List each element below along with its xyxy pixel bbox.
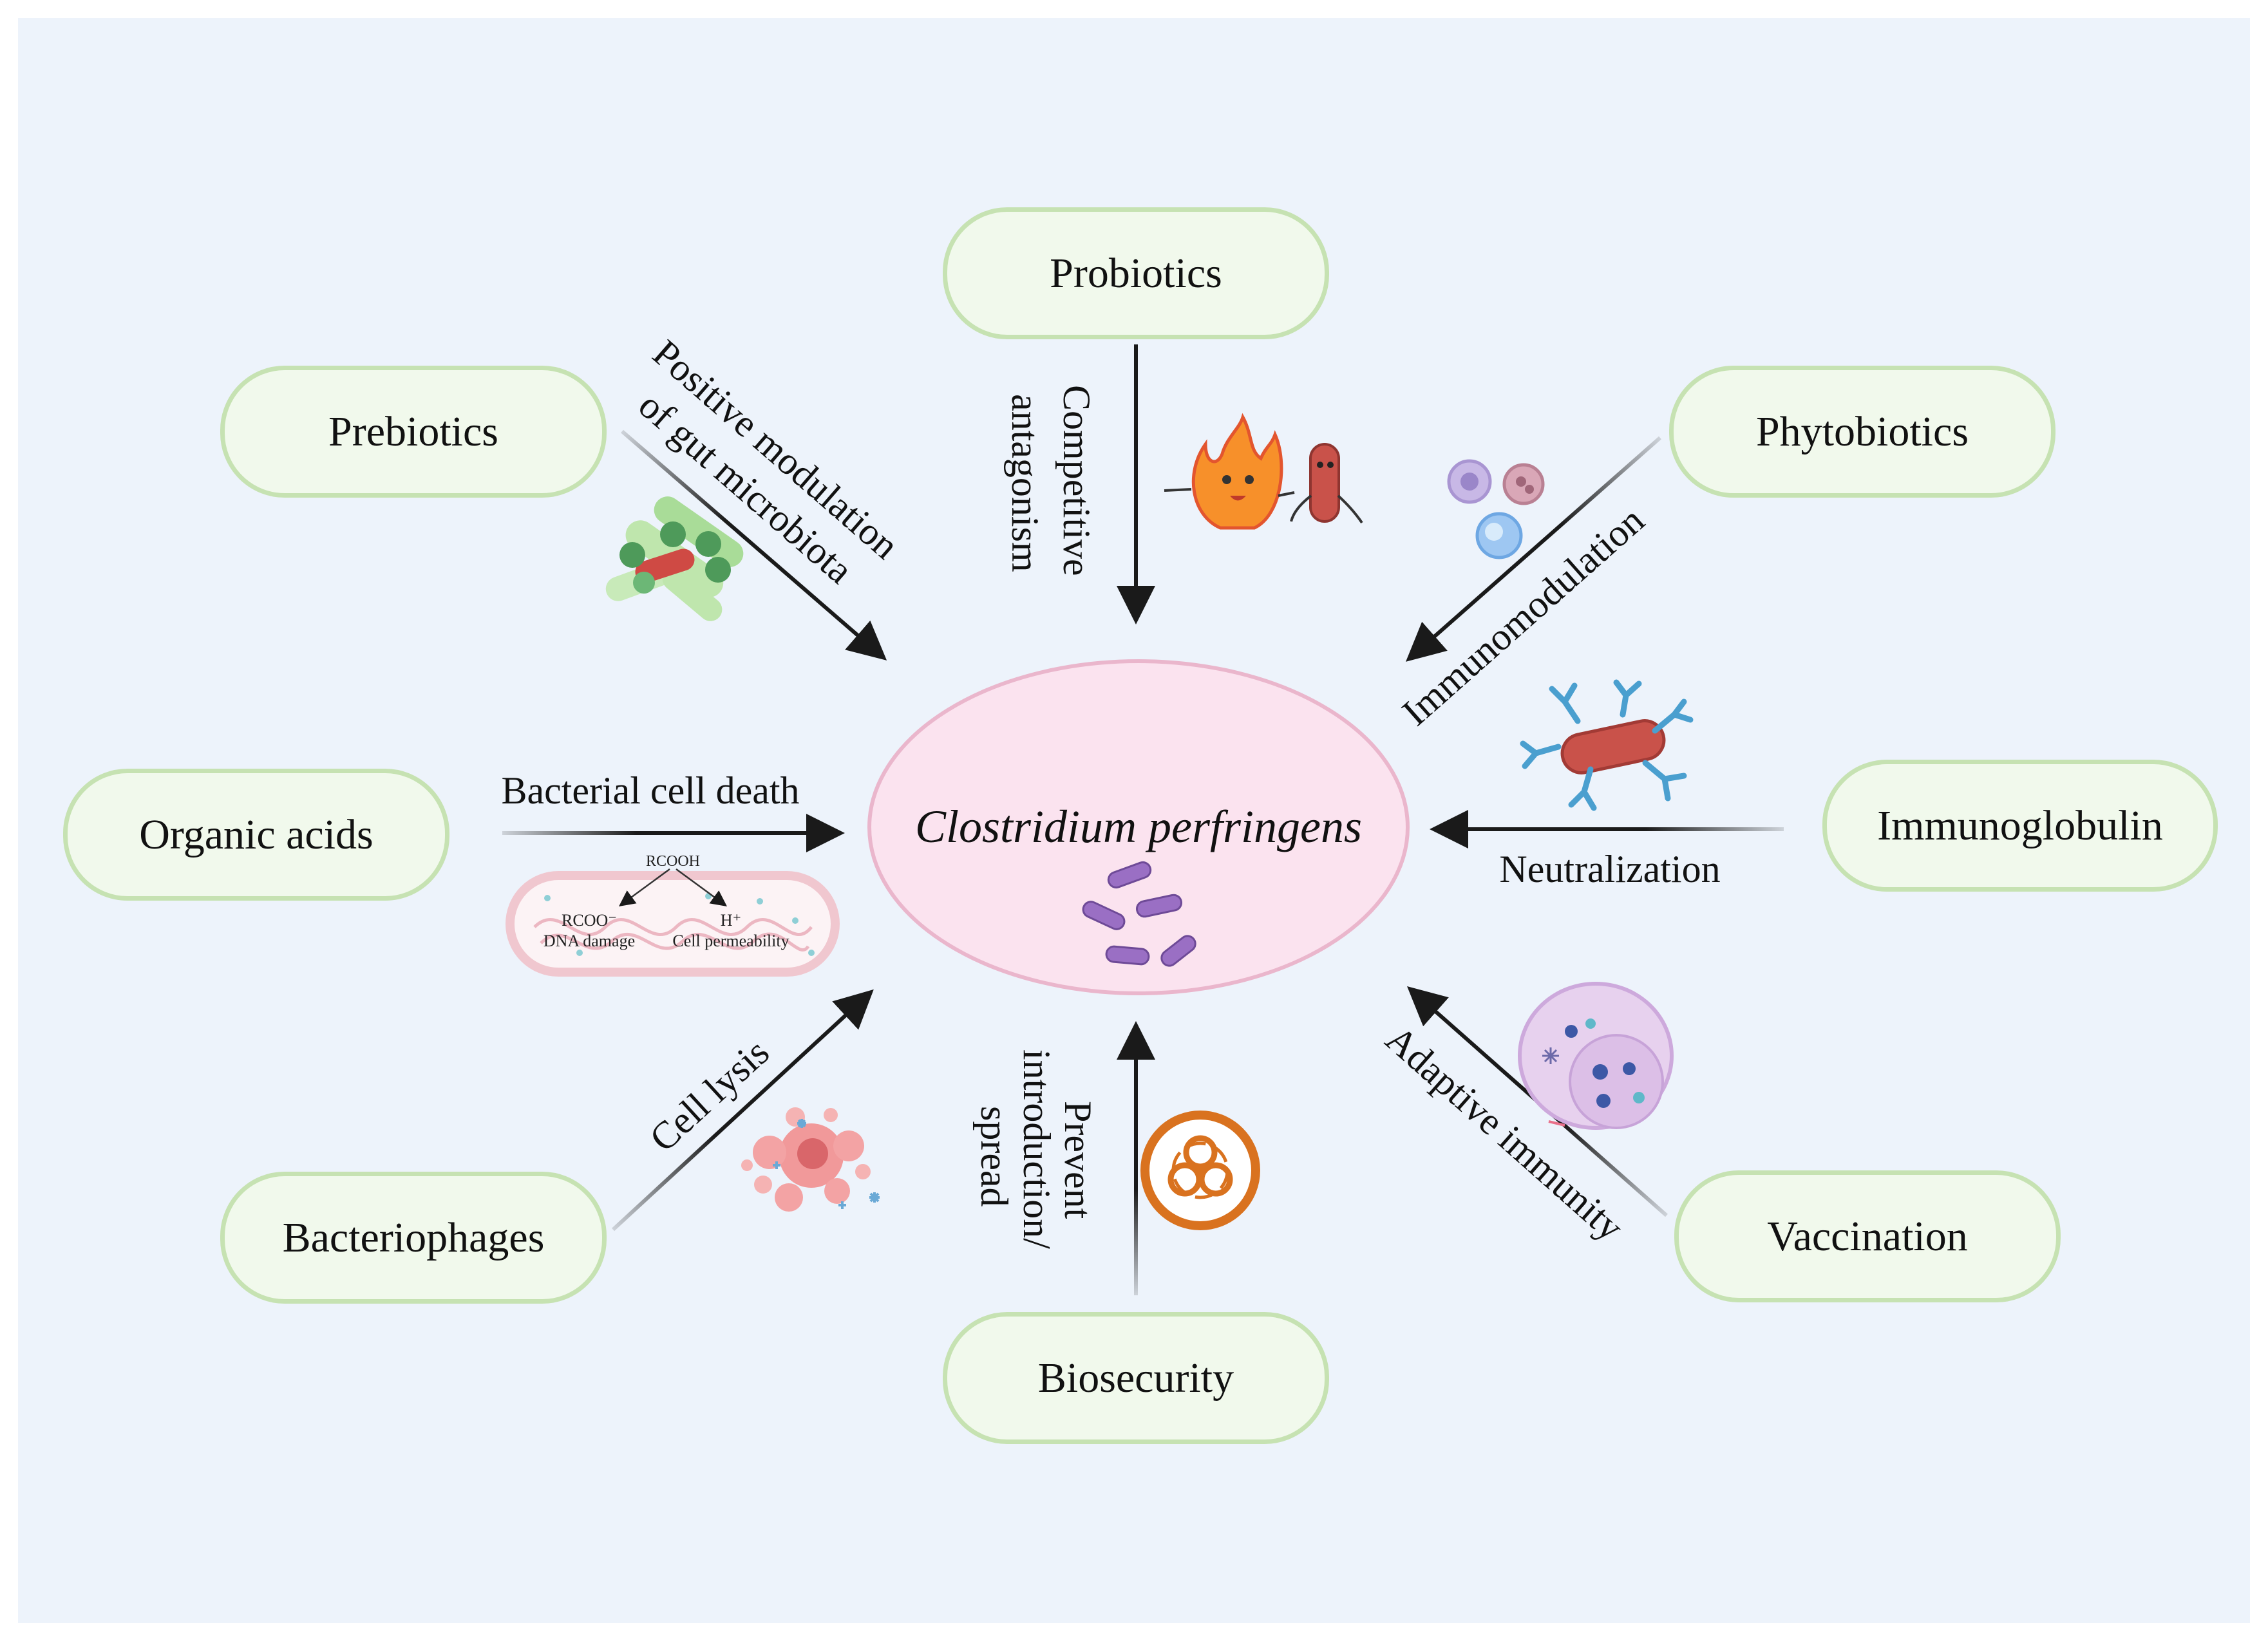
edge-label-probiotics-2: antagonism [1004, 394, 1046, 572]
node-organic-acids: Organic acids [63, 769, 449, 901]
node-biosecurity-label: Biosecurity [1037, 1354, 1234, 1402]
center-ellipse [867, 659, 1410, 995]
edge-label-biosecurity-1: Prevent [1057, 1101, 1099, 1219]
node-vaccination: Vaccination [1674, 1170, 2061, 1302]
lysed-cell-icon [741, 1107, 880, 1212]
acid-label-right-ion: H⁺ [721, 911, 742, 930]
purple-bacteria-icon [1082, 861, 1196, 967]
node-biosecurity: Biosecurity [943, 1312, 1329, 1444]
node-phytobiotics-label: Phytobiotics [1755, 408, 1969, 455]
center-label: Clostridium perfringens [915, 801, 1362, 852]
immune-cell-icon [1518, 982, 1674, 1130]
node-bacteriophages-label: Bacteriophages [282, 1214, 545, 1261]
edge-label-biosecurity-3: spread [973, 1106, 1016, 1207]
acid-label-left-ion: RCOO⁻ [562, 911, 617, 930]
node-phytobiotics: Phytobiotics [1669, 366, 2055, 498]
edge-label-probiotics-1: Competitive [1055, 385, 1098, 576]
arrow-prebiotics [621, 429, 887, 661]
biohazard-icon [1140, 1111, 1260, 1230]
bacterium-cell-icon [506, 868, 840, 977]
antibody-bacterium-icon [1520, 679, 1694, 811]
edge-label-biosecurity-2: introduction/ [1016, 1049, 1058, 1249]
acid-label-left-effect: DNA damage [543, 932, 635, 950]
node-prebiotics: Prebiotics [220, 366, 607, 498]
node-probiotics-label: Probiotics [1050, 249, 1222, 297]
node-organic-acids-label: Organic acids [139, 811, 373, 858]
edge-label-immunoglobulin: Neutralization [1499, 848, 1720, 890]
node-bacteriophages: Bacteriophages [220, 1172, 607, 1304]
edge-label-phytobiotics: Immunomodulation [1394, 498, 1652, 733]
node-prebiotics-label: Prebiotics [328, 408, 498, 455]
arrow-bacteriophages [611, 989, 874, 1232]
arrow-phytobiotics [1405, 436, 1661, 662]
node-immunoglobulin-label: Immunoglobulin [1877, 802, 2163, 849]
edge-label-organic-acids: Bacterial cell death [501, 769, 799, 812]
fire-bacterium-icon [1164, 413, 1363, 530]
node-probiotics: Probiotics [943, 207, 1329, 339]
node-vaccination-label: Vaccination [1767, 1212, 1968, 1260]
microbiota-icon [605, 496, 744, 621]
acid-label-top: RCOOH [646, 853, 700, 870]
acid-label-right-effect: Cell permeability [672, 932, 789, 950]
node-immunoglobulin: Immunoglobulin [1822, 760, 2218, 892]
immune-cells-icon [1447, 459, 1545, 559]
